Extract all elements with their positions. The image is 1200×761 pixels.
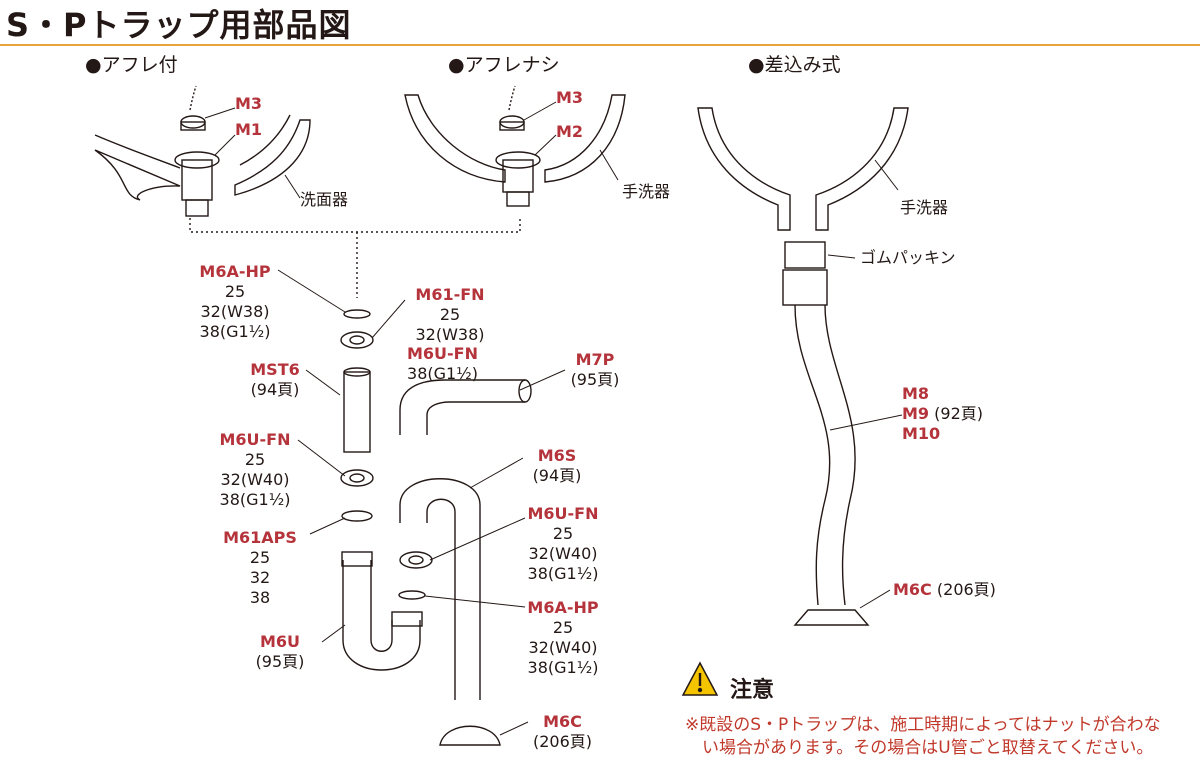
leader-lines [204,101,903,736]
label-m6s: M6S (94頁) [532,446,582,485]
gasket-m6ahp [343,309,371,319]
basin-no-overflow [404,94,626,183]
section-no-overflow: ●アフレナシ [448,54,560,76]
escutcheon-m6c-b [793,609,870,626]
label-m3-b: M3 [556,88,584,107]
label-handbasin-b: 手洗器 [622,182,671,201]
section-overflow: ●アフレ付 [85,54,178,76]
label-m6ahp-bottom: M6A-HP 25 32(W40) 38(G1½) [527,598,599,677]
ring-m61aps [341,510,373,522]
label-mst6: MST6 (94頁) [250,360,300,399]
escutcheon-m6c-a [439,725,501,746]
label-m6ufn-top: M6U-FN 38(G1½) [406,344,478,383]
page-title: S・Pトラップ用部品図 [6,6,352,44]
label-m6ahp-top: M6A-HP 25 32(W38) 38(G1½) [199,262,271,341]
label-gasket: ゴムパッキン [860,248,956,267]
label-m6ufn-mid: M6U-FN 25 32(W40) 38(G1½) [219,430,291,509]
nut-m6ufn-mid [340,469,374,487]
label-handbasin-c: 手洗器 [900,198,949,217]
drain-m1 [174,151,220,169]
label-m6c-b: M6C (206頁) [893,580,996,599]
label-m6ufn-right: M6U-FN 25 32(W40) 38(G1½) [527,504,599,583]
basin-insert [697,107,909,231]
pipe-mst6 [343,371,371,453]
nut-m6ufn-right [399,551,433,569]
rubber-gasket [784,241,826,269]
gasket-m6ahp-bottom [398,590,426,600]
label-m1: M1 [235,120,263,139]
label-m6u: M6U (95頁) [255,632,305,671]
pipe-m6u [342,560,421,671]
basin-overflow [94,114,311,201]
label-m6c-a: M6C (206頁) [532,712,593,751]
label-m61aps: M61APS 25 32 38 [223,528,297,607]
label-m8-m9-m10: M8 M9 (92頁) M10 [902,384,984,443]
nut-m61fn [340,331,374,349]
notice-text: ※既設のS・Pトラップは、施工時期によってはナットが合わな い場合があります。そ… [685,715,1161,758]
label-m3-a: M3 [235,94,263,113]
label-m7p: M7P (95頁) [570,350,620,389]
pipe-m8-m9-m10 [794,304,856,606]
title-rule [0,44,1200,46]
drain-m2 [495,151,541,169]
section-insert: ●差込み式 [748,54,841,76]
pipe-m7p [399,379,525,435]
notice-heading: 注意 [730,678,775,703]
label-m2: M2 [556,122,584,141]
label-m61fn: M61-FN 25 32(W38) [415,285,485,344]
dotted-connector [189,218,521,298]
pipe-m6s [399,478,481,700]
label-basin: 洗面器 [300,190,349,209]
